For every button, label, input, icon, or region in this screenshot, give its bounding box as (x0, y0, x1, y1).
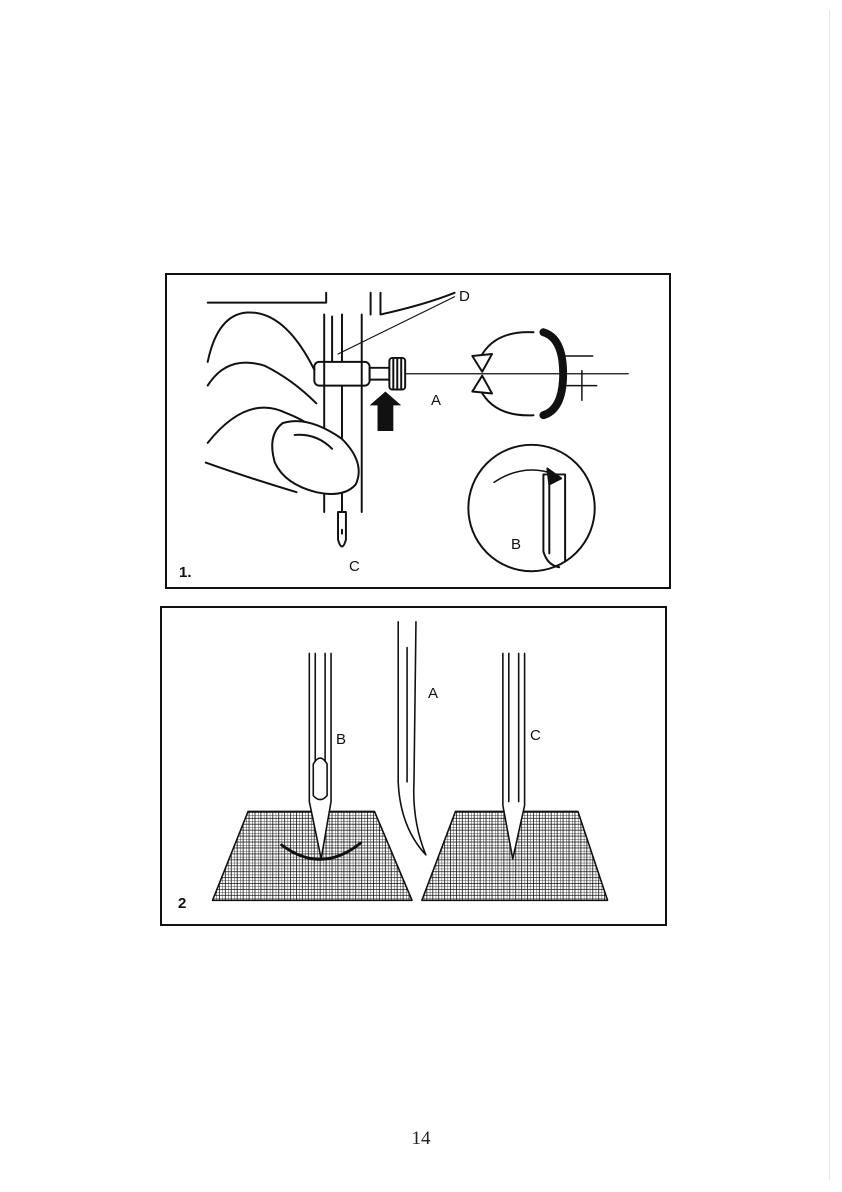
figure-number: 2 (178, 896, 186, 911)
figure-number: 1. (179, 565, 192, 580)
fabric-weave-icon (213, 811, 412, 900)
hand-illustration (206, 312, 359, 494)
label-a: A (431, 393, 441, 408)
leader-line-d (338, 297, 455, 354)
page-edge (829, 10, 830, 1180)
up-arrow-icon (370, 392, 402, 431)
needle-detail-circle (468, 445, 594, 571)
machine-head-outline (208, 293, 326, 303)
label-c: C (530, 728, 541, 743)
label-c: C (349, 559, 360, 574)
label-b: B (336, 732, 346, 747)
figure-1-illustration (167, 275, 669, 587)
needle-clamp-screw-icon (314, 358, 405, 390)
label-d: D (459, 289, 470, 304)
needle-icon (398, 622, 426, 855)
figure-2-panel: A B C 2 (160, 606, 667, 926)
needle-icon (338, 512, 346, 547)
machine-body-outline (371, 293, 455, 315)
label-a: A (428, 686, 438, 701)
figure-1-panel: D A B C 1. (165, 273, 671, 589)
page-number: 14 (0, 1128, 842, 1150)
label-b: B (511, 537, 521, 552)
figure-2-illustration (162, 608, 665, 924)
